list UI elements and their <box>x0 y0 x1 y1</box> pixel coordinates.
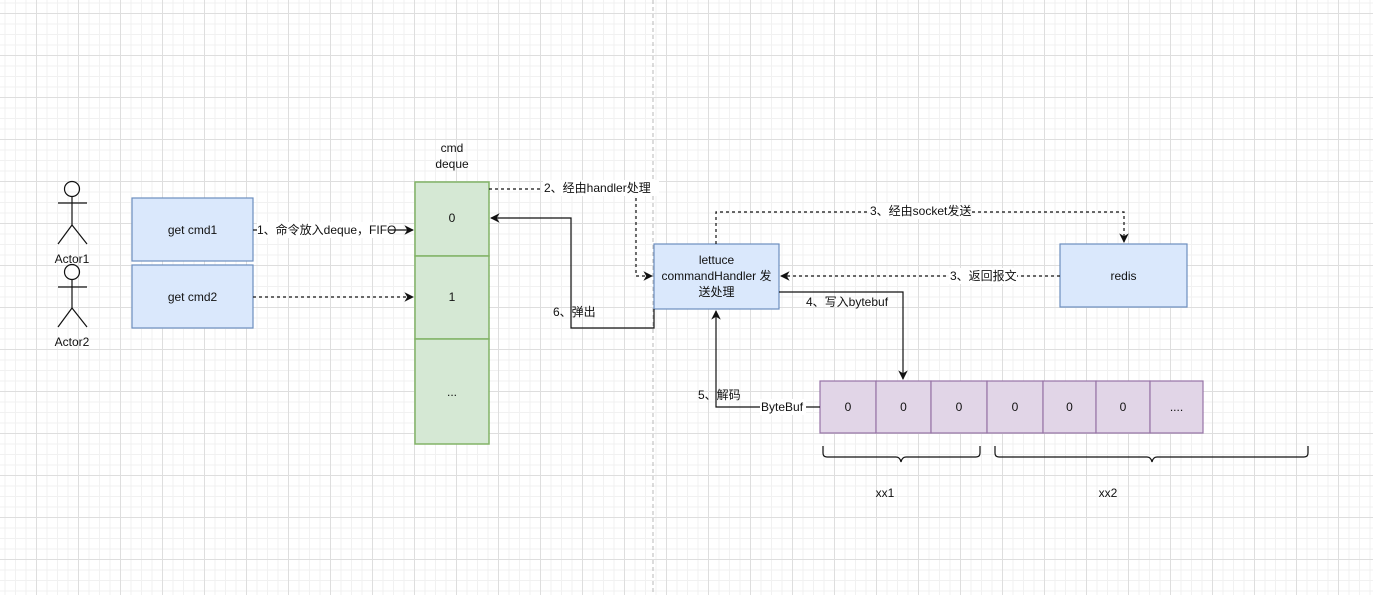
actor-1[interactable]: Actor1 <box>55 180 90 267</box>
bytebuf-cell-label: 0 <box>1012 400 1019 414</box>
bytebuf-cell-label: 0 <box>1066 400 1073 414</box>
brace-xx2-label: xx2 <box>1099 486 1118 500</box>
cmd1-label: get cmd1 <box>168 223 218 237</box>
bytebuf-cell[interactable]: 0 <box>930 380 988 434</box>
bytebuf-cell[interactable]: 0 <box>1095 380 1151 434</box>
bytebuf-cell[interactable]: 0 <box>986 380 1044 434</box>
brace-xx2: xx2 <box>994 446 1309 500</box>
deque-title-line1: cmd <box>441 141 464 155</box>
brace-xx1: xx1 <box>822 446 981 500</box>
deque-cell-2[interactable]: ... <box>414 338 490 445</box>
bytebuf-cell-label: 0 <box>900 400 907 414</box>
edge-4-label: 4、写入bytebuf <box>806 295 889 309</box>
handler-label-line2: commandHandler 发 <box>661 268 771 283</box>
bytebuf-cell[interactable]: 0 <box>819 380 877 434</box>
edge-1[interactable]: 1、命令放入deque，FIFO <box>253 222 414 238</box>
edge-5-bytebuf-label: ByteBuf <box>761 400 804 414</box>
edge-3-return-label: 3、返回报文 <box>950 268 1017 283</box>
bytebuf-cell[interactable]: .... <box>1149 380 1204 434</box>
brace-xx1-label: xx1 <box>876 486 895 500</box>
deque-cell-2-label: ... <box>447 385 457 399</box>
edge-3-send-label: 3、经由socket发送 <box>870 203 971 218</box>
edge-5[interactable]: ByteBuf 5、解码 <box>698 310 820 415</box>
actor-2[interactable]: Actor2 <box>55 263 90 350</box>
deque-cell-0[interactable]: 0 <box>414 181 490 257</box>
bytebuf-cell-label: 0 <box>845 400 852 414</box>
deque-cell-1[interactable]: 1 <box>414 255 490 340</box>
redis-label: redis <box>1110 269 1136 283</box>
cmd1-box[interactable]: get cmd1 <box>131 197 254 262</box>
edge-3-return[interactable]: 3、返回报文 <box>780 268 1060 284</box>
bytebuf-cell-label: .... <box>1170 400 1183 414</box>
edge-5-label: 5、解码 <box>698 388 741 402</box>
bytebuf-cell-label: 0 <box>1120 400 1127 414</box>
deque-title-line2: deque <box>435 157 469 171</box>
edge-6-label: 6、弹出 <box>553 305 596 319</box>
bytebuf-cell-label: 0 <box>956 400 963 414</box>
handler-label-line3: 送处理 <box>698 284 734 299</box>
cmd2-label: get cmd2 <box>168 290 218 304</box>
edge-6[interactable]: 6、弹出 <box>490 213 655 329</box>
actor-1-label: Actor1 <box>55 252 90 266</box>
bytebuf-cell[interactable]: 0 <box>875 380 932 434</box>
edge-2[interactable]: 2、经由handler处理 <box>489 180 659 281</box>
bytebuf-cell[interactable]: 0 <box>1042 380 1097 434</box>
actor-2-label: Actor2 <box>55 335 90 349</box>
deque-cell-0-label: 0 <box>449 211 456 225</box>
handler-box[interactable]: lettuce commandHandler 发 送处理 <box>653 243 780 310</box>
deque-cell-1-label: 1 <box>449 290 456 304</box>
bytebuf-row: 0 0 0 0 0 0.... <box>819 380 1204 434</box>
redis-box[interactable]: redis <box>1059 243 1188 308</box>
handler-label-line1: lettuce <box>699 253 735 267</box>
cmd2-box[interactable]: get cmd2 <box>131 264 254 329</box>
edge-2-label: 2、经由handler处理 <box>544 181 651 195</box>
edge-4[interactable]: 4、写入bytebuf <box>779 291 908 380</box>
edge-1-label: 1、命令放入deque，FIFO <box>257 222 396 237</box>
edge-3-send[interactable]: 3、经由socket发送 <box>715 203 1129 244</box>
